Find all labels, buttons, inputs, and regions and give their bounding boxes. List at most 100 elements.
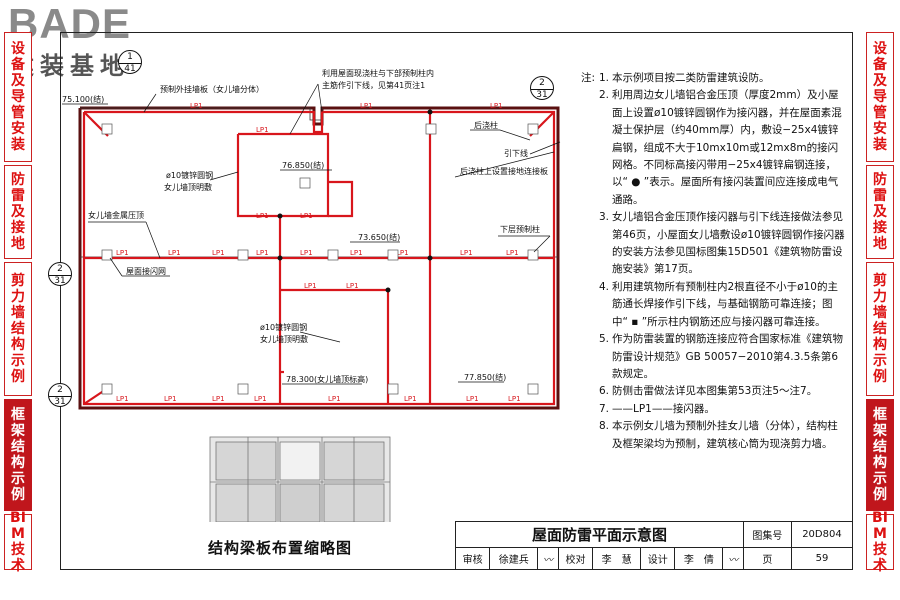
lp1-label: LP1 <box>168 249 181 257</box>
note-number: 3. <box>598 211 609 224</box>
lp1-label: LP1 <box>300 212 313 220</box>
side-tab-label: 剪力墙结构示例 <box>11 273 25 385</box>
side-tab-5[interactable]: BIM技术 <box>866 510 894 574</box>
note-number: 1. <box>598 72 609 84</box>
atlas-label: 图集号 <box>742 521 792 548</box>
side-tab-4[interactable]: 框架结构示例 <box>4 399 32 511</box>
lp1-label: LP1 <box>190 102 203 110</box>
drawing-title: 屋面防雷平面示意图 <box>455 521 744 548</box>
lightning-conductor-network <box>82 110 556 406</box>
elevation-label: 76.850(结) <box>282 160 324 170</box>
lp1-label: LP1 <box>506 249 519 257</box>
note-number: 8. <box>598 420 609 433</box>
notes-prefix: 注: <box>581 72 596 84</box>
column <box>387 249 399 261</box>
lp1-label: LP1 <box>212 395 225 403</box>
check-label: 校对 <box>557 547 594 570</box>
side-tab-label: 设备及导管安装 <box>873 41 887 153</box>
page-label: 页 <box>742 547 792 570</box>
column <box>527 123 539 135</box>
design-label: 设计 <box>640 547 676 570</box>
drawing-frame <box>60 32 853 570</box>
note-text: 利用周边女儿墙铝合金压顶（厚度2mm）及小屋面上设置ø10镀锌圆钢作为接闪器，并… <box>612 89 842 206</box>
checker-name: 李 慧 <box>592 547 642 570</box>
columns <box>101 123 539 395</box>
note-item: 5.作为防雷装置的钢筋连接应符合国家标准《建筑物防雷设计规范》GB 50057−… <box>583 331 845 383</box>
lp1-label: LP1 <box>490 102 503 110</box>
thumbnail-caption: 结构梁板布置缩略图 <box>208 539 353 557</box>
lp1-label: LP1 <box>328 395 341 403</box>
note-item: 3.女儿墙铝合金压顶作接闪器与引下线连接做法参见第46页，小屋面女儿墙敷设ø10… <box>583 209 845 279</box>
note-text: 利用建筑物所有预制柱内2根直径不小于ø10的主筋通长焊接作引下线，与基础钢筋可靠… <box>612 280 838 328</box>
side-tab-1[interactable]: 设备及导管安装 <box>866 32 894 162</box>
label-steel-a2: 女儿墙顶明敷 <box>164 182 212 192</box>
side-tab-label: BIM技术 <box>10 510 26 574</box>
review-label: 审核 <box>454 547 491 570</box>
note-number: 6. <box>598 385 609 398</box>
lp1-label: LP1 <box>396 249 409 257</box>
column <box>101 123 113 135</box>
lp1-label: LP1 <box>256 126 269 134</box>
side-tab-label: 防雷及接地 <box>873 172 887 252</box>
note-item: 7.——LP1——接闪器。 <box>583 401 845 418</box>
lp1-label: LP1 <box>116 249 129 257</box>
elevation-label: 73.650(结) <box>358 232 400 242</box>
column <box>527 383 539 395</box>
side-tab-1[interactable]: 设备及导管安装 <box>4 32 32 162</box>
elevation-label: 77.850(结) <box>464 372 506 382</box>
label-steel-a1: ø10镀锌圆钢 <box>166 170 213 180</box>
label-cast-column-1: 利用屋面现浇柱与下部预制柱内 <box>322 68 434 78</box>
side-tab-label: 框架结构示例 <box>11 407 25 503</box>
notes-section: 注:1.本示例项目按二类防雷建筑设防。2.利用周边女儿墙铝合金压顶（厚度2mm）… <box>581 70 845 453</box>
column <box>237 383 249 395</box>
side-tab-label: 剪力墙结构示例 <box>873 273 887 385</box>
side-tab-2[interactable]: 防雷及接地 <box>4 165 32 259</box>
column <box>237 249 249 261</box>
column <box>425 123 437 135</box>
reviewer-signature: 〰 <box>537 547 559 570</box>
connection-dot <box>427 109 433 115</box>
label-roof-net: 屋面接闪网 <box>126 266 166 276</box>
title-block: 屋面防雷平面示意图 图集号 20D804 审核 徐建兵 〰 校对 李 慧 设计 … <box>454 521 854 570</box>
lp1-labels: LP1 LP1 LP1 LP1 LP1 LP1 LP1 LP1 LP1 LP1 … <box>116 102 521 403</box>
note-text: 作为防雷装置的钢筋连接应符合国家标准《建筑物防雷设计规范》GB 50057−20… <box>612 333 843 380</box>
lp1-label: LP1 <box>460 249 473 257</box>
side-tab-2[interactable]: 防雷及接地 <box>866 165 894 259</box>
column <box>299 177 311 189</box>
elevation-label: 75.100(结) <box>62 94 104 104</box>
side-tab-5[interactable]: BIM技术 <box>4 510 32 574</box>
note-text: 防侧击雷做法详见本图集第53页注5～注7。 <box>612 385 818 398</box>
connection-points <box>277 109 433 293</box>
note-item: 4.利用建筑物所有预制柱内2根直径不小于ø10的主筋通长焊接作引下线，与基础钢筋… <box>583 279 845 331</box>
label-post-connection: 后浇柱上设置接地连接板 <box>460 166 548 176</box>
structure-lines <box>80 107 558 258</box>
label-post-column: 后浇柱 <box>474 120 498 130</box>
lp1-label: LP1 <box>300 249 313 257</box>
side-tab-label: BIM技术 <box>872 510 888 574</box>
lp1-label: LP1 <box>360 102 373 110</box>
note-text: ——LP1——接闪器。 <box>612 402 715 415</box>
side-tab-label: 设备及导管安装 <box>11 41 25 153</box>
label-down-conductor: 引下线 <box>504 148 528 158</box>
label-precast-column: 下层预制柱 <box>500 224 540 234</box>
connection-dot <box>277 255 283 261</box>
roof-lightning-plan: LP1 LP1 LP1 LP1 LP1 LP1 LP1 LP1 LP1 LP1 … <box>62 68 561 522</box>
note-text: 女儿墙铝合金压顶作接闪器与引下线连接做法参见第46页，小屋面女儿墙敷设ø10镀锌… <box>612 211 845 276</box>
side-tab-3[interactable]: 剪力墙结构示例 <box>4 262 32 396</box>
label-cast-column-2: 主筋作引下线，见第41页注1 <box>322 80 425 90</box>
lp1-label: LP1 <box>212 249 225 257</box>
note-number: 4. <box>598 280 609 293</box>
column <box>101 383 113 395</box>
lp1-label: LP1 <box>164 395 177 403</box>
note-item: 8.本示例女儿墙为预制外挂女儿墙（分体），结构柱及框架梁均为预制，建筑核心筒为现… <box>583 418 845 453</box>
note-number: 7. <box>598 402 609 415</box>
lp1-label: LP1 <box>346 282 359 290</box>
side-tab-3[interactable]: 剪力墙结构示例 <box>866 262 894 396</box>
reviewer-name: 徐建兵 <box>489 547 539 570</box>
structure-thumbnail <box>209 436 391 522</box>
side-tab-4[interactable]: 框架结构示例 <box>866 399 894 511</box>
